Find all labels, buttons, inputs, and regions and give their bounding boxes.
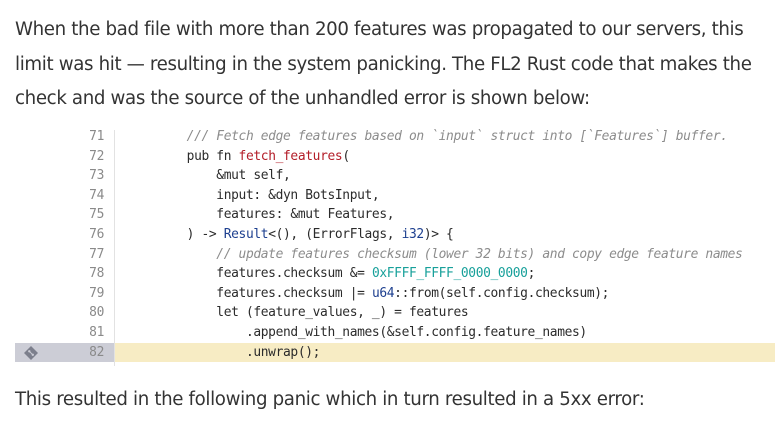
line-highlight — [115, 342, 775, 363]
code-token-kw: pub fn — [186, 148, 239, 164]
line-number: 82 — [89, 344, 104, 360]
code-token-kw: <(), (ErrorFlags, — [268, 226, 402, 242]
code-line: 77 // update features checksum (lower 32… — [15, 245, 775, 265]
code-token-type: Result — [223, 226, 269, 242]
line-number: 75 — [89, 207, 104, 223]
code-token-comment: // update features checksum (lower 32 bi… — [216, 246, 743, 262]
code-block: 71 /// Fetch edge features based on `inp… — [15, 127, 775, 366]
line-number: 80 — [89, 305, 104, 321]
code-text: input: &dyn BotsInput, — [157, 186, 379, 206]
code-line: 76 ) -> Result<(), (ErrorFlags, i32)> { — [15, 225, 775, 245]
code-token-kw: ( — [342, 148, 350, 164]
code-line: 74 input: &dyn BotsInput, — [15, 186, 775, 206]
code-token-kw: ::from(self.config.checksum); — [394, 285, 610, 301]
code-token-comment: /// Fetch edge features based on `input`… — [186, 129, 728, 144]
code-token-kw: ; — [527, 266, 536, 282]
code-text: pub fn fetch_features( — [157, 147, 350, 167]
code-line: 73 &mut self, — [15, 166, 775, 186]
line-number: 72 — [89, 148, 104, 164]
code-line: 78 features.checksum &= 0xFFFF_FFFF_0000… — [15, 264, 775, 284]
code-token-type: u64 — [371, 285, 395, 301]
code-line: 80 let (feature_values, _) = features — [15, 303, 775, 323]
code-line: 72 pub fn fetch_features( — [15, 147, 775, 167]
line-number: 74 — [89, 187, 104, 203]
line-number: 79 — [89, 285, 104, 301]
code-token-num: 0xFFFF_FFFF_0000_0000 — [371, 266, 528, 282]
intro-paragraph: When the bad file with more than 200 fea… — [15, 19, 752, 109]
line-number: 81 — [89, 324, 104, 340]
gutter-highlight — [15, 342, 114, 363]
git-commit-icon[interactable] — [23, 345, 39, 361]
code-token-kw: features.checksum &= — [216, 266, 372, 282]
code-line: 79 features.checksum |= u64::from(self.c… — [15, 284, 775, 304]
code-line: 82 .unwrap(); — [15, 342, 775, 363]
line-number: 71 — [89, 129, 104, 144]
code-text: .append_with_names(&self.config.feature_… — [157, 323, 587, 343]
code-text: .unwrap(); — [157, 343, 320, 363]
code-token-kw: .unwrap(); — [245, 344, 321, 360]
code-text: let (feature_values, _) = features — [157, 303, 468, 323]
line-number: 77 — [89, 246, 104, 262]
code-text: features.checksum |= u64::from(self.conf… — [157, 284, 609, 304]
code-token-kw: features.checksum |= — [216, 285, 372, 301]
line-number: 76 — [89, 226, 104, 242]
line-number: 78 — [89, 266, 104, 282]
code-token-kw: ) -> — [186, 226, 224, 242]
code-line: 75 features: &mut Features, — [15, 205, 775, 225]
code-token-type: i32 — [401, 226, 425, 242]
code-token-kw: input: &dyn BotsInput, — [216, 187, 380, 203]
gutter-divider — [114, 130, 115, 366]
outro-paragraph: This resulted in the following panic whi… — [15, 389, 645, 410]
code-text: &mut self, — [157, 166, 290, 186]
code-line: 71 /// Fetch edge features based on `inp… — [15, 127, 775, 147]
code-text: /// Fetch edge features based on `input`… — [157, 127, 728, 147]
code-token-kw: )> { — [423, 226, 454, 242]
code-text: features.checksum &= 0xFFFF_FFFF_0000_00… — [157, 264, 535, 284]
code-text: ) -> Result<(), (ErrorFlags, i32)> { — [157, 225, 454, 245]
line-number: 73 — [89, 168, 104, 184]
code-token-kw: features: &mut Features, — [216, 207, 395, 223]
code-line: 81 .append_with_names(&self.config.featu… — [15, 323, 775, 343]
code-token-kw: .append_with_names(&self.config.feature_… — [245, 324, 587, 340]
code-token-kw: &mut self, — [216, 168, 291, 184]
code-text: features: &mut Features, — [157, 205, 394, 225]
code-text: // update features checksum (lower 32 bi… — [157, 245, 743, 265]
code-token-fn: fetch_features — [238, 148, 343, 164]
code-token-kw: let (feature_values, _) = features — [216, 305, 469, 321]
